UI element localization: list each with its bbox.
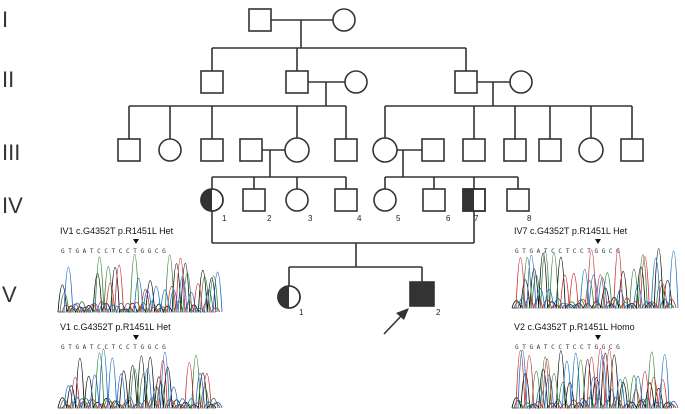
sequencing-trace (58, 352, 219, 410)
generation-label-i: I (2, 7, 8, 32)
number-iv8: 8 (527, 214, 532, 223)
male-iii3 (200, 138, 224, 162)
male-iv7-carrier (462, 188, 486, 212)
male-iii6 (334, 138, 358, 162)
base-sequence: G T G A T C C T C C T G G C G (515, 248, 620, 255)
mutation-marker-icon (133, 239, 139, 244)
generation-label-v: V (2, 282, 17, 307)
proband-arrow-icon (383, 308, 409, 335)
female-iv5 (373, 188, 397, 212)
male-iv2 (242, 188, 266, 212)
number-iv6: 6 (446, 214, 451, 223)
female-v1-carrier (277, 285, 301, 309)
male-iii10 (503, 138, 527, 162)
female-iii7 (372, 137, 398, 163)
female-ii3 (344, 70, 368, 94)
female-ii5 (509, 70, 533, 94)
generation-label-iv: IV (2, 193, 23, 218)
male-iii9 (462, 138, 486, 162)
male-iii13 (620, 138, 644, 162)
base-sequence: G T G A T C C T C C T G G C G (515, 344, 620, 351)
number-iv7: 7 (474, 214, 479, 223)
male-i1 (248, 8, 272, 32)
female-iv1-carrier (200, 188, 224, 212)
male-iii8 (421, 138, 445, 162)
male-ii4 (454, 70, 478, 94)
female-iii12 (578, 137, 604, 163)
male-iv6 (422, 188, 446, 212)
sequencing-trace (58, 359, 221, 410)
mutation-marker-icon (595, 335, 601, 340)
female-iv3 (285, 188, 309, 212)
chromatogram-title: IV7 c.G4352T p.R1451L Het (514, 226, 628, 236)
male-iii4 (239, 138, 263, 162)
male-iii1 (117, 138, 141, 162)
number-iv2: 2 (267, 214, 272, 223)
number-v2: 2 (436, 308, 441, 317)
mutation-marker-icon (133, 335, 139, 340)
male-iv8 (506, 188, 530, 212)
chromatogram-title: V2 c.G4352T p.R1451L Homo (514, 322, 635, 332)
number-iv1: 1 (222, 214, 227, 223)
chromatogram-title: IV1 c.G4352T p.R1451L Het (60, 226, 174, 236)
female-i2 (332, 8, 356, 32)
male-v2-affected (409, 281, 435, 307)
female-iii5 (284, 137, 310, 163)
chromatogram-title: V1 c.G4352T p.R1451L Het (60, 322, 171, 332)
sequencing-trace (512, 250, 679, 310)
female-iii2 (158, 138, 182, 162)
chromatogram-iv1: IV1 c.G4352T p.R1451L Het G T G A T C C … (57, 226, 223, 314)
sequencing-trace (58, 348, 223, 410)
number-v1: 1 (299, 308, 304, 317)
chromatogram-v2: V2 c.G4352T p.R1451L Homo G T G A T C C … (511, 322, 679, 410)
male-ii2 (285, 70, 309, 94)
mutation-marker-icon (595, 239, 601, 244)
chromatogram-v1: V1 c.G4352T p.R1451L Het G T G A T C C T… (57, 322, 223, 410)
generation-label-ii: II (2, 67, 14, 92)
number-iv3: 3 (308, 214, 313, 223)
base-sequence: G T G A T C C T C C T G G C G (61, 248, 166, 255)
chromatogram-iv7: IV7 c.G4352T p.R1451L Het G T G A T C C … (511, 226, 679, 310)
male-iii11 (538, 138, 562, 162)
generation-label-iii: III (2, 140, 20, 165)
number-iv4: 4 (357, 214, 362, 223)
number-iv5: 5 (396, 214, 401, 223)
male-iv4 (334, 188, 358, 212)
base-sequence: G T G A T C C T C C T G G C G (61, 344, 166, 351)
pedigree-lines (128, 19, 633, 286)
sequencing-trace (512, 251, 675, 310)
male-ii1 (200, 70, 224, 94)
sequencing-trace (58, 266, 223, 314)
